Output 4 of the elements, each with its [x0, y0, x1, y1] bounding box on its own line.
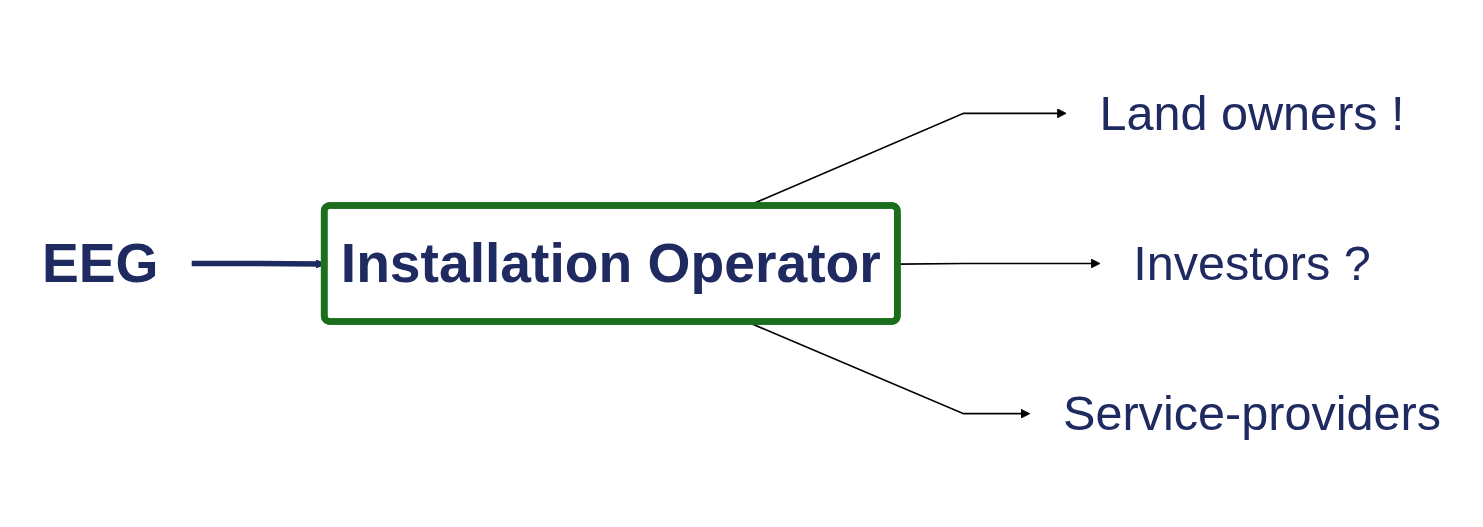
node-text: Service-providers [1062, 386, 1442, 441]
node-text: Land owners ! [1099, 85, 1405, 140]
node-text: EEG [41, 232, 159, 294]
node-text: Investors ? [1133, 235, 1371, 290]
